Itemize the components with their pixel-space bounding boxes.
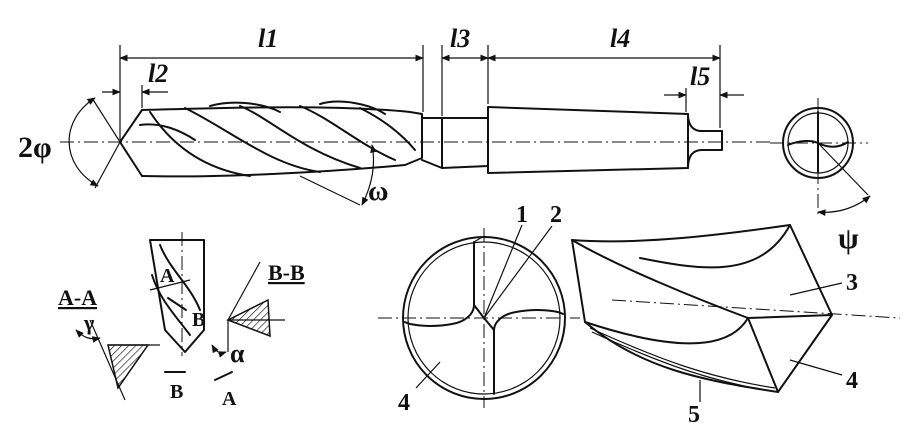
marker-b-top: B (192, 309, 205, 331)
flute-line (184, 107, 321, 173)
section-marker-a-line (214, 371, 233, 381)
marker-b-bottom: B (170, 381, 183, 403)
callout-3: 3 (846, 270, 858, 296)
dimensions (102, 45, 744, 140)
flute-line (299, 105, 396, 161)
helix-angle-line (299, 175, 361, 206)
marker-a-bottom: A (222, 388, 237, 410)
psi-arc (817, 195, 871, 217)
drill-point-detail (571, 224, 901, 402)
point-angle-ext (94, 141, 121, 189)
label-two-phi: 2φ (18, 131, 52, 164)
label-section-bb: B-B (268, 260, 305, 285)
tool-angle-sections (75, 232, 285, 401)
drill-side-view (60, 97, 770, 206)
label-section-aa: A-A (58, 285, 97, 310)
drill-neck (421, 117, 443, 169)
flute-line (139, 123, 196, 141)
omega-arc (361, 144, 377, 206)
drill-end-view (770, 98, 871, 217)
flute-body (141, 106, 423, 178)
drill-cross-section (378, 224, 580, 408)
callout-5: 5 (688, 402, 700, 428)
alpha-arc (211, 344, 227, 358)
flute-line (149, 111, 251, 177)
flute-line (239, 105, 361, 169)
leader-4-right (789, 359, 843, 376)
callout-4-left: 4 (398, 390, 410, 416)
flute-line (209, 101, 281, 113)
label-gamma: γ (83, 310, 94, 335)
leader-2 (483, 225, 553, 319)
flute-line (359, 107, 416, 151)
label-alpha: α (230, 339, 245, 368)
gamma-arc (75, 329, 101, 343)
label-l3: l3 (450, 24, 470, 53)
neck-step (441, 117, 489, 169)
label-l5: l5 (690, 62, 710, 91)
label-psi: ψ (838, 222, 859, 255)
point-angle-arc (68, 97, 99, 187)
label-l2: l2 (148, 59, 168, 88)
leader-1 (483, 224, 523, 319)
flute-line (319, 100, 386, 115)
callout-2: 2 (550, 202, 562, 228)
callout-1: 1 (516, 202, 528, 228)
marker-a-top: A (160, 265, 175, 287)
drill-point (119, 109, 143, 177)
leader-3 (789, 282, 843, 296)
taper-shank (487, 106, 723, 174)
label-l4: l4 (610, 24, 630, 53)
label-l1: l1 (258, 24, 278, 53)
callout-4-right: 4 (846, 368, 858, 394)
point-angle-ext (91, 97, 121, 143)
label-omega: ω (368, 176, 388, 207)
leader-4-left (415, 361, 441, 389)
